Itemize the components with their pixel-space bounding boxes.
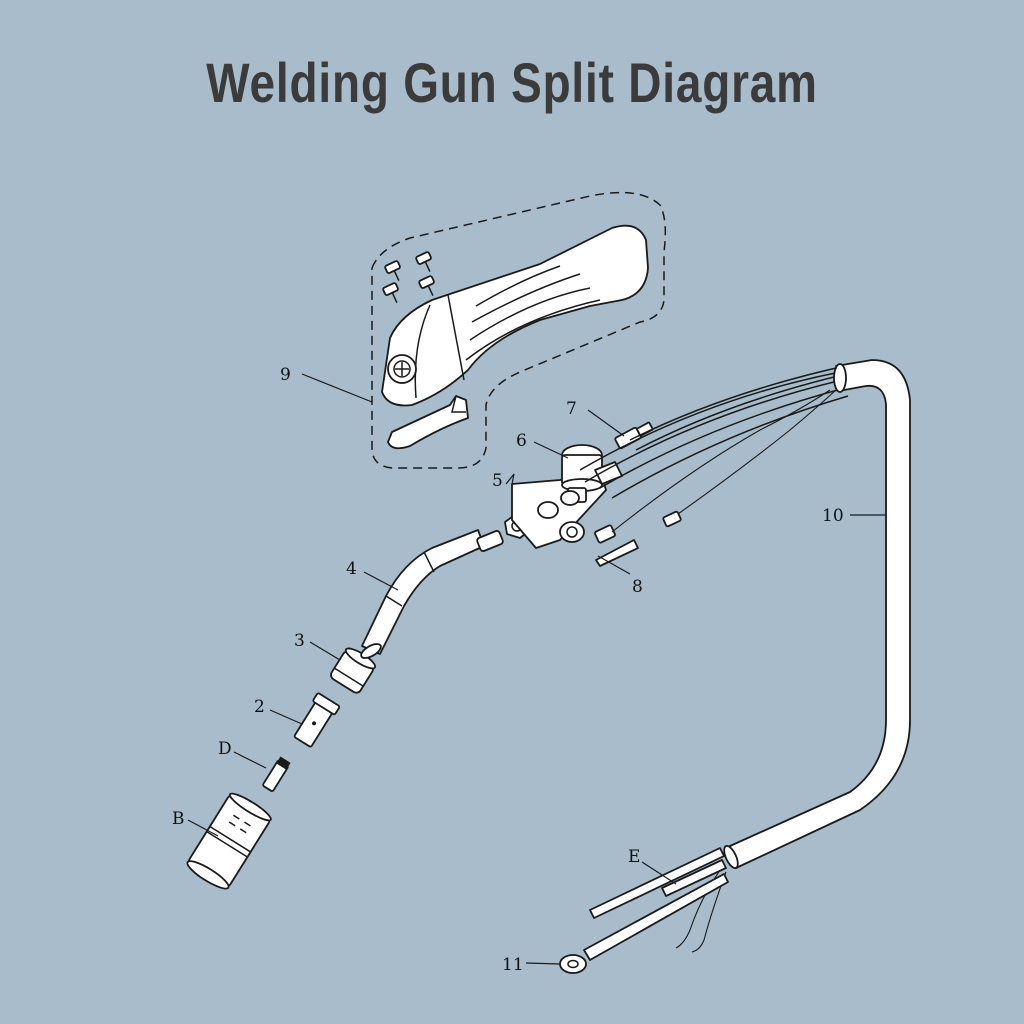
callout-labels: 9 7 6 5 4 3 2 D B 8 10 E 11	[172, 365, 844, 975]
screw-icon	[382, 282, 399, 304]
handle-nozzle-socket-icon	[387, 354, 417, 384]
leader-lines	[187, 373, 886, 965]
callout-b: B	[172, 809, 185, 829]
callout-11: 11	[502, 955, 524, 975]
contact-tip	[262, 756, 291, 792]
insulator	[330, 647, 377, 694]
screw-icon-group	[382, 251, 435, 304]
callout-3: 3	[294, 631, 305, 651]
gun-handle	[381, 224, 649, 407]
callout-8: 8	[632, 577, 643, 597]
callout-4: 4	[346, 559, 357, 579]
callout-e: E	[628, 847, 640, 867]
wire-connectors	[594, 387, 839, 567]
handle-assembly	[371, 191, 667, 469]
main-cable	[579, 359, 911, 869]
callout-9: 9	[280, 365, 291, 385]
screw-icon	[415, 251, 432, 273]
callout-2: 2	[254, 697, 265, 717]
swan-neck	[360, 529, 504, 659]
screw-icon	[384, 260, 401, 282]
callout-7: 7	[566, 399, 577, 419]
cable-end-tubes	[589, 847, 727, 953]
nozzle	[186, 792, 272, 890]
trigger	[387, 395, 469, 450]
handle-group-outline	[371, 191, 667, 469]
callout-5: 5	[492, 471, 503, 491]
page-title: Welding Gun Split Diagram	[206, 51, 818, 114]
callout-10: 10	[822, 506, 844, 526]
screw-icon	[418, 275, 435, 297]
callout-6: 6	[516, 431, 527, 451]
tip-holder	[293, 692, 341, 748]
callout-d: D	[218, 739, 232, 759]
